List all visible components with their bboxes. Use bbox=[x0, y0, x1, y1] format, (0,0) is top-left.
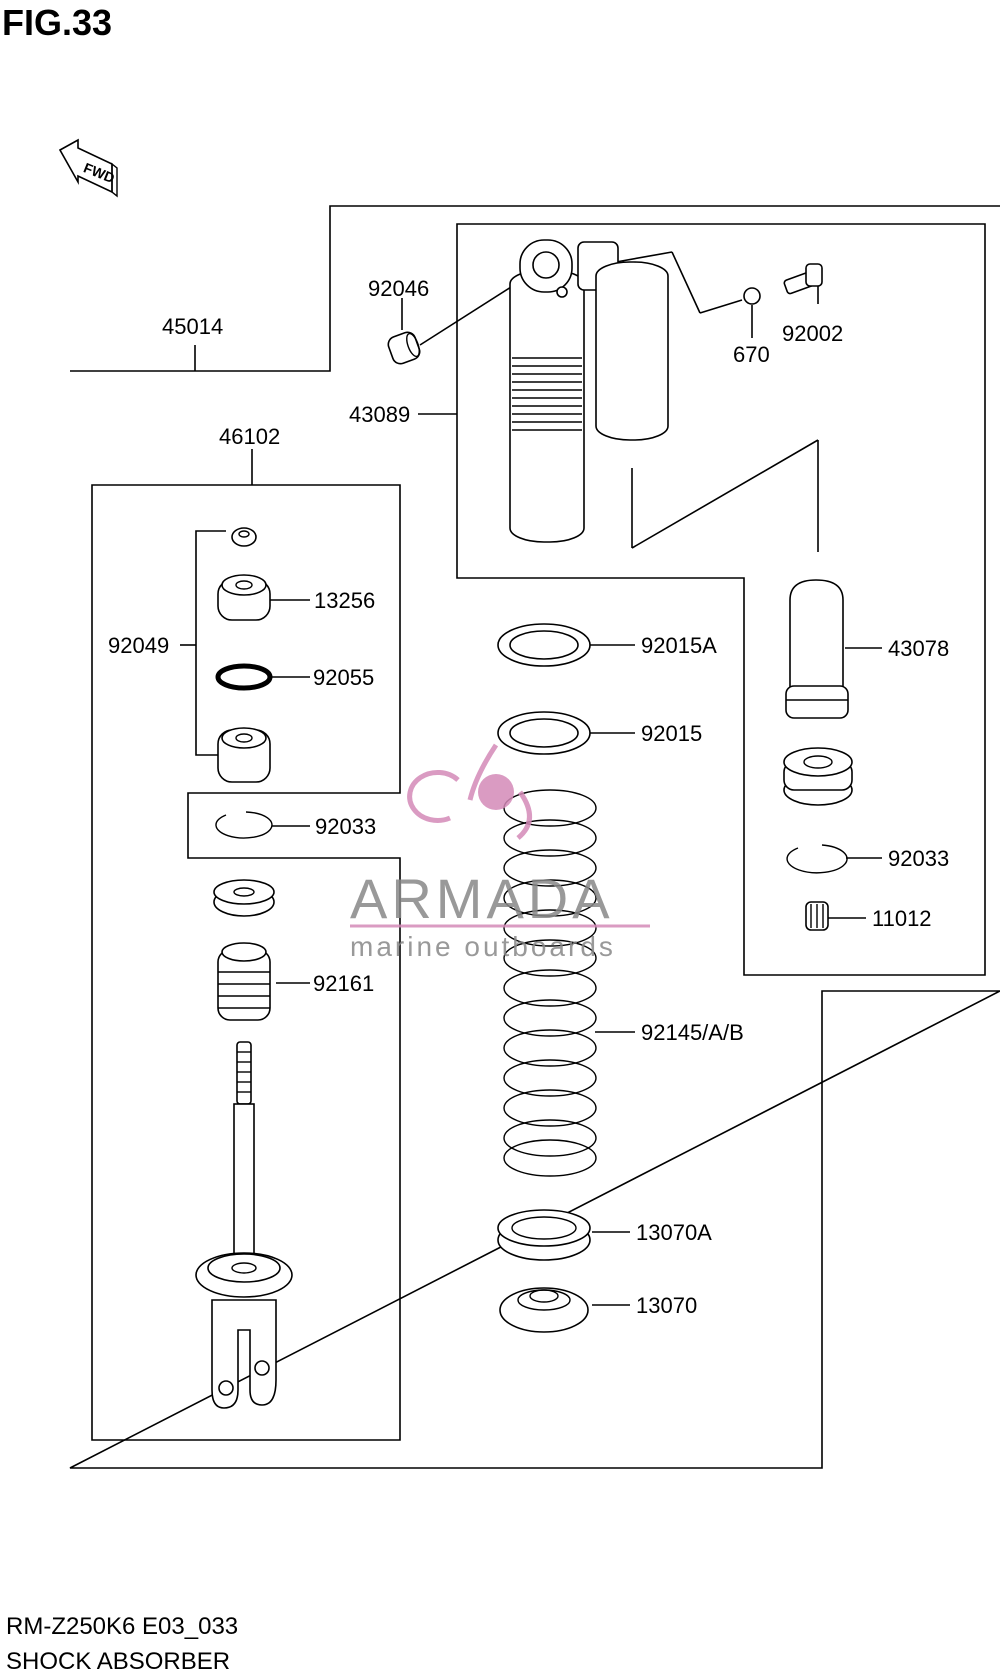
watermark-logo-icon bbox=[407, 743, 532, 840]
caption-name: SHOCK ABSORBER bbox=[6, 1648, 231, 1675]
label-92033-right: 92033 bbox=[888, 846, 949, 871]
assembly-outline-43089 bbox=[456, 223, 986, 976]
assembly-outline-46102 bbox=[91, 484, 401, 1441]
watermark-tagline: marine outboards bbox=[350, 931, 616, 962]
label-92046: 92046 bbox=[368, 276, 429, 301]
fwd-arrow-icon: FWD bbox=[58, 138, 118, 198]
label-92145: 92145/A/B bbox=[641, 1020, 744, 1045]
watermark: ARMADA marine outboards bbox=[350, 743, 650, 962]
bearing-92046 bbox=[387, 331, 421, 365]
bushing-13256 bbox=[217, 574, 271, 621]
label-13256: 13256 bbox=[314, 588, 375, 613]
bolt-92002 bbox=[783, 263, 823, 295]
label-92033-left: 92033 bbox=[315, 814, 376, 839]
label-670: 670 bbox=[733, 342, 770, 367]
label-13070A: 13070A bbox=[636, 1220, 712, 1245]
part-labels: 45014 46102 92046 43089 670 92002 13256 … bbox=[108, 276, 949, 1318]
label-92049: 92049 bbox=[108, 633, 169, 658]
circlip-92033-right bbox=[786, 844, 848, 874]
seal-lower bbox=[217, 727, 271, 783]
piston-rod-assembly bbox=[195, 1041, 293, 1409]
label-92015A: 92015A bbox=[641, 633, 717, 658]
o-ring-92055 bbox=[215, 663, 273, 691]
label-92002: 92002 bbox=[782, 321, 843, 346]
spring-seat-13070 bbox=[499, 1287, 589, 1333]
label-46102: 46102 bbox=[219, 424, 280, 449]
lock-nut-92015A bbox=[497, 623, 591, 667]
seal-washer bbox=[213, 879, 275, 917]
bracket-92049 bbox=[195, 530, 226, 756]
circlip-92033-left bbox=[215, 811, 273, 839]
nut-top bbox=[231, 527, 257, 547]
leader-lines bbox=[180, 251, 882, 1306]
label-92055: 92055 bbox=[313, 665, 374, 690]
label-92015: 92015 bbox=[641, 721, 702, 746]
label-43089: 43089 bbox=[349, 402, 410, 427]
figure-title: FIG.33 bbox=[2, 2, 113, 43]
bearing-11012 bbox=[805, 901, 829, 931]
label-11012: 11012 bbox=[872, 906, 932, 931]
label-45014: 45014 bbox=[162, 314, 223, 339]
o-ring-670 bbox=[743, 287, 761, 305]
reservoir-cap-43078 bbox=[785, 579, 849, 719]
reservoir-piston bbox=[783, 747, 853, 806]
label-13070: 13070 bbox=[636, 1293, 697, 1318]
caption-model: RM-Z250K6 E03_033 bbox=[6, 1613, 239, 1640]
label-92161: 92161 bbox=[313, 971, 374, 996]
shock-body-43089 bbox=[509, 239, 669, 543]
lock-nut-92015 bbox=[497, 711, 591, 755]
spring-seat-13070A bbox=[497, 1209, 591, 1261]
label-43078: 43078 bbox=[888, 636, 949, 661]
spring-92145 bbox=[503, 789, 597, 1177]
bump-rubber-92161 bbox=[217, 942, 271, 1021]
assembly-outline-45014 bbox=[69, 205, 1000, 1469]
watermark-brand: ARMADA bbox=[350, 867, 614, 930]
